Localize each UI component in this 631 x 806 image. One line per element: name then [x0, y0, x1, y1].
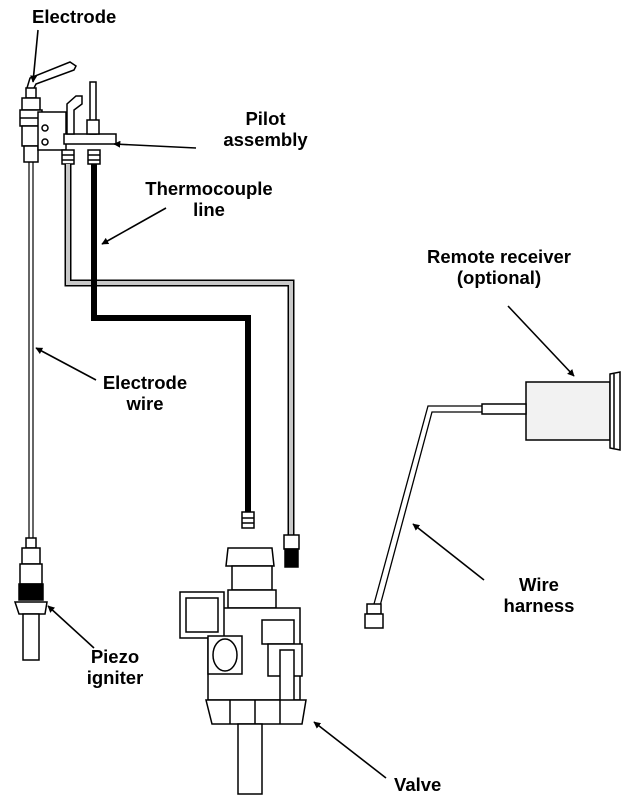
electrode-wire — [28, 162, 34, 540]
label-remote-receiver-line1: Remote receiver — [427, 246, 571, 267]
label-thermocouple-line-line1: Thermocouple — [145, 178, 273, 199]
label-electrode-wire-line1: Electrode — [102, 372, 188, 393]
tube-fittings — [241, 511, 300, 568]
label-pilot-assembly-line2: assembly — [223, 129, 308, 150]
label-valve: Valve — [394, 774, 441, 795]
arrow-electrode — [30, 29, 39, 83]
label-wire-harness: Wire harness — [484, 574, 594, 616]
label-thermocouple-line-line2: line — [193, 199, 225, 220]
remote-receiver-component — [525, 371, 621, 451]
label-piezo-igniter-line1: Piezo — [90, 646, 140, 667]
pilot-supply-tube — [64, 164, 295, 535]
arrow-piezo-igniter — [47, 605, 95, 649]
label-remote-receiver: Remote receiver (optional) — [384, 246, 614, 288]
arrow-valve — [313, 721, 387, 779]
arrow-pilot-assembly — [113, 140, 197, 149]
gas-valve-component — [179, 547, 307, 795]
thermocouple-line — [91, 164, 251, 512]
harness-receiver-joint — [481, 403, 527, 415]
label-pilot-assembly-line1: Pilot — [245, 108, 286, 129]
label-piezo-igniter-line2: igniter — [86, 667, 144, 688]
label-pilot-assembly: Pilot assembly — [198, 108, 333, 150]
leader-arrows — [30, 29, 575, 779]
arrow-thermocouple-line — [101, 207, 167, 245]
label-wire-harness-line1: Wire — [519, 574, 559, 595]
arrow-electrode-wire — [35, 347, 97, 381]
arrow-remote-receiver — [507, 305, 575, 377]
label-remote-receiver-line2: (optional) — [456, 267, 542, 288]
label-thermocouple-line: Thermocouple line — [134, 178, 284, 220]
pilot-assembly-component — [37, 81, 117, 165]
label-electrode: Electrode — [32, 6, 116, 27]
label-electrode-wire: Electrode wire — [90, 372, 200, 414]
label-electrode-text: Electrode — [32, 6, 117, 27]
label-electrode-wire-line2: wire — [126, 393, 164, 414]
piezo-igniter-component — [13, 537, 48, 661]
label-valve-text: Valve — [394, 774, 442, 795]
wire-harness-plug — [364, 603, 384, 629]
arrow-wire-harness — [412, 523, 485, 581]
electrode-component — [19, 61, 77, 163]
label-piezo-igniter: Piezo igniter — [70, 646, 160, 688]
label-wire-harness-line2: harness — [503, 595, 575, 616]
